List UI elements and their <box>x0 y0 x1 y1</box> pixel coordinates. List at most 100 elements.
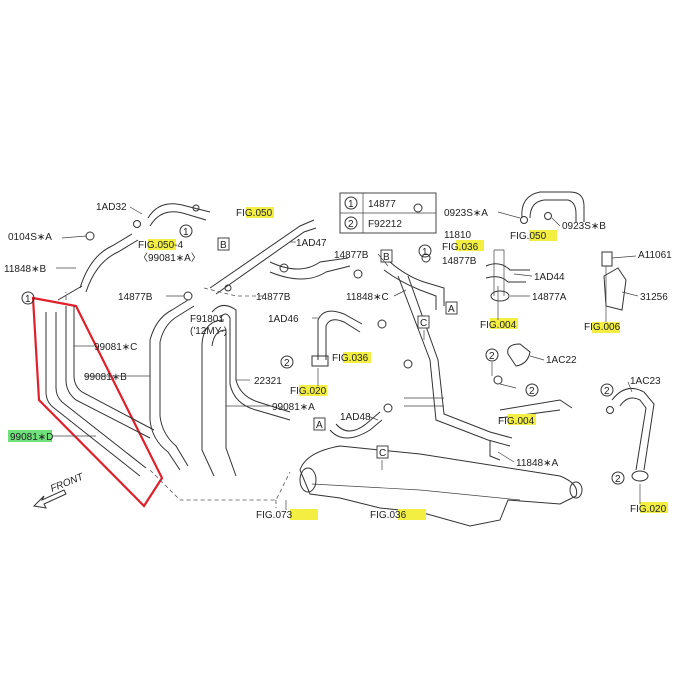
label-fig050-mid: FIG.050 <box>236 208 273 219</box>
front-arrow-icon <box>32 489 67 509</box>
hose-1ad47-inner <box>269 265 351 280</box>
label-0923s-b: 0923S∗B <box>562 221 606 232</box>
hose-joint <box>57 285 83 301</box>
fitting-11810 <box>493 249 505 296</box>
label-1ac23: 1AC23 <box>630 376 661 387</box>
thermostat-housing <box>299 445 578 527</box>
clamp-icon <box>520 216 528 224</box>
callout-markers: 1 1 2 1 2 2 2 2 <box>21 224 625 485</box>
callout-2-label: 2 <box>529 386 535 397</box>
label-1ac22: 1AC22 <box>546 355 577 366</box>
leader-lines <box>52 206 641 510</box>
hose-0923s <box>521 191 585 222</box>
callout-2 <box>525 383 539 397</box>
selected-hose-group[interactable] <box>31 296 164 508</box>
pipe-11848-c-inner <box>389 261 445 306</box>
legend-num-2: 2 <box>348 219 354 230</box>
hose-1ad32 <box>147 203 211 219</box>
label-fig020-mid: FIG.020 <box>290 386 327 397</box>
clamp-icon <box>311 355 329 367</box>
hose-fig050 <box>209 219 315 289</box>
hose-99081-b-inner <box>159 305 195 467</box>
hose-99081-d-inner <box>55 312 147 469</box>
legend-box: 1 14877 2 F92212 <box>339 192 437 234</box>
label-f91801: F91801 <box>190 314 224 325</box>
selection-frame <box>31 296 164 508</box>
label-11848b: 11848∗B <box>4 264 46 275</box>
clamp-icon <box>224 284 232 292</box>
legend-code-2: F92212 <box>368 219 402 230</box>
hose-1ac22 <box>507 343 531 367</box>
label-99081b: 99081∗B <box>84 372 127 383</box>
label-12my: ('12MY-) <box>190 326 227 337</box>
label-31256: 31256 <box>640 292 668 303</box>
box-b: B <box>383 252 390 263</box>
label-99081d: 99081∗D <box>10 432 53 443</box>
label-99081a-sub: 〈99081∗A〉 <box>138 252 201 264</box>
front-arrow: FRONT <box>32 471 86 509</box>
label-fig036-r: FIG.036 <box>442 242 479 253</box>
hose-11848-b <box>79 233 133 289</box>
hose-1ad48-inner <box>335 411 381 432</box>
clamp-icon <box>606 406 614 414</box>
callout-2-label: 2 <box>489 351 495 362</box>
hose-99081-c <box>65 306 151 439</box>
bracket-31256 <box>603 267 627 311</box>
hose-11848-b-inner <box>85 239 139 293</box>
label-0923s-a: 0923S∗A <box>444 208 488 219</box>
pipe-11848-c <box>383 269 437 310</box>
label-fig050-r: FIG.050 <box>510 231 547 242</box>
fig-highlights <box>8 207 668 520</box>
reference-boxes: B B A C A C <box>217 237 458 459</box>
callout-2 <box>600 383 614 397</box>
label-fig020-r: FIG.020 <box>630 504 667 515</box>
pipe-1ac22-branch <box>499 399 573 411</box>
part-labels[interactable]: 1AD32 0104S∗A 11848∗B FIG.050-4 〈99081∗A… <box>4 202 672 521</box>
box-c: C <box>379 448 386 459</box>
callout-2 <box>280 355 294 369</box>
label-14877a: 14877A <box>532 292 567 303</box>
label-0104s: 0104S∗A <box>8 232 52 243</box>
bolt-icon <box>403 359 413 369</box>
pipe-11848-a-inner <box>407 275 513 439</box>
hose-1ad47 <box>269 257 349 270</box>
clamp-icon <box>279 263 289 273</box>
hose-1ad48 <box>329 419 383 439</box>
label-fig050-4: FIG.050-4 <box>138 240 183 251</box>
label-1ad47: 1AD47 <box>296 238 327 249</box>
label-fig004-b: FIG.004 <box>498 416 535 427</box>
box-b: B <box>220 240 227 251</box>
callout-1-label: 1 <box>183 227 189 238</box>
legend-code-1: 14877 <box>368 199 396 210</box>
label-14877b-mid: 14877B <box>256 292 291 303</box>
hose-1ad32-inner <box>149 211 207 227</box>
pipe-bracket <box>404 397 444 407</box>
label-1ad44: 1AD44 <box>534 272 565 283</box>
housing-port <box>299 467 317 493</box>
hose-99081-a <box>201 319 225 477</box>
hose-99081-c-inner <box>73 306 155 431</box>
hose-22321-inner <box>219 313 291 421</box>
label-14877b-right: 14877B <box>334 250 369 261</box>
housing-port <box>569 481 583 499</box>
label-fig073: FIG.073 <box>256 510 293 521</box>
clamp-14877a-icon <box>490 290 510 302</box>
hose-1ad46 <box>317 310 363 360</box>
label-a11061: A11061 <box>638 250 672 261</box>
clamp-icon <box>493 375 503 385</box>
hose-1ad46-inner <box>325 319 361 360</box>
callout-1 <box>21 291 35 305</box>
label-22321: 22321 <box>254 376 282 387</box>
label-99081c: 99081∗C <box>94 342 137 353</box>
clamp-icon <box>383 403 393 413</box>
label-1ad48: 1AD48 <box>340 412 371 423</box>
label-14877b-rr: 14877B <box>442 256 477 267</box>
callout-2-label: 2 <box>284 358 290 369</box>
guide-line <box>149 469 291 501</box>
clamp-14877b-icon <box>183 291 193 301</box>
bolt-0104s-icon <box>85 231 95 241</box>
hose-99081-d-outer <box>45 312 141 477</box>
callout-2-label: 2 <box>615 474 621 485</box>
pipe-11848-a <box>397 275 511 447</box>
callout-1-label: 1 <box>422 247 428 258</box>
